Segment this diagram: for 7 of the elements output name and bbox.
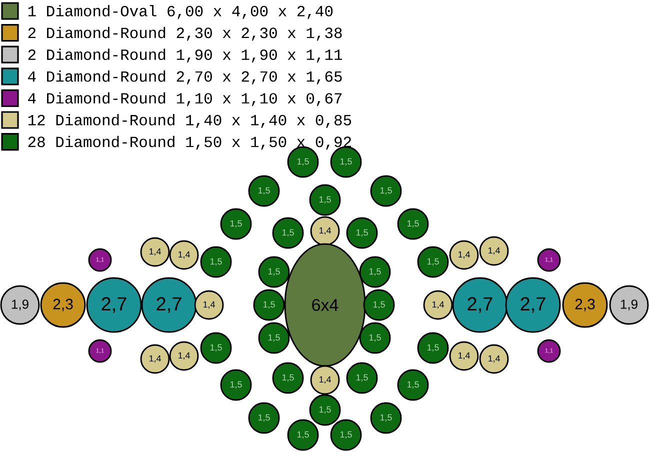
legend-text: 4 Diamond-Round 2,70 x 2,70 x 1,65	[28, 70, 342, 84]
stone-oval: 6x4	[284, 243, 366, 367]
legend-text: 4 Diamond-Round 1,10 x 1,10 x 0,67	[28, 92, 342, 106]
legend-text: 2 Diamond-Round 2,30 x 2,30 x 1,38	[28, 26, 342, 41]
legend-text: 12 Diamond-Round 1,40 x 1,40 x 0,85	[28, 114, 352, 128]
legend-text: 2 Diamond-Round 1,90 x 1,90 x 1,11	[28, 48, 342, 63]
legend-text: 1 Diamond-Oval 6,00 x 4,00 x 2,40	[28, 5, 333, 19]
